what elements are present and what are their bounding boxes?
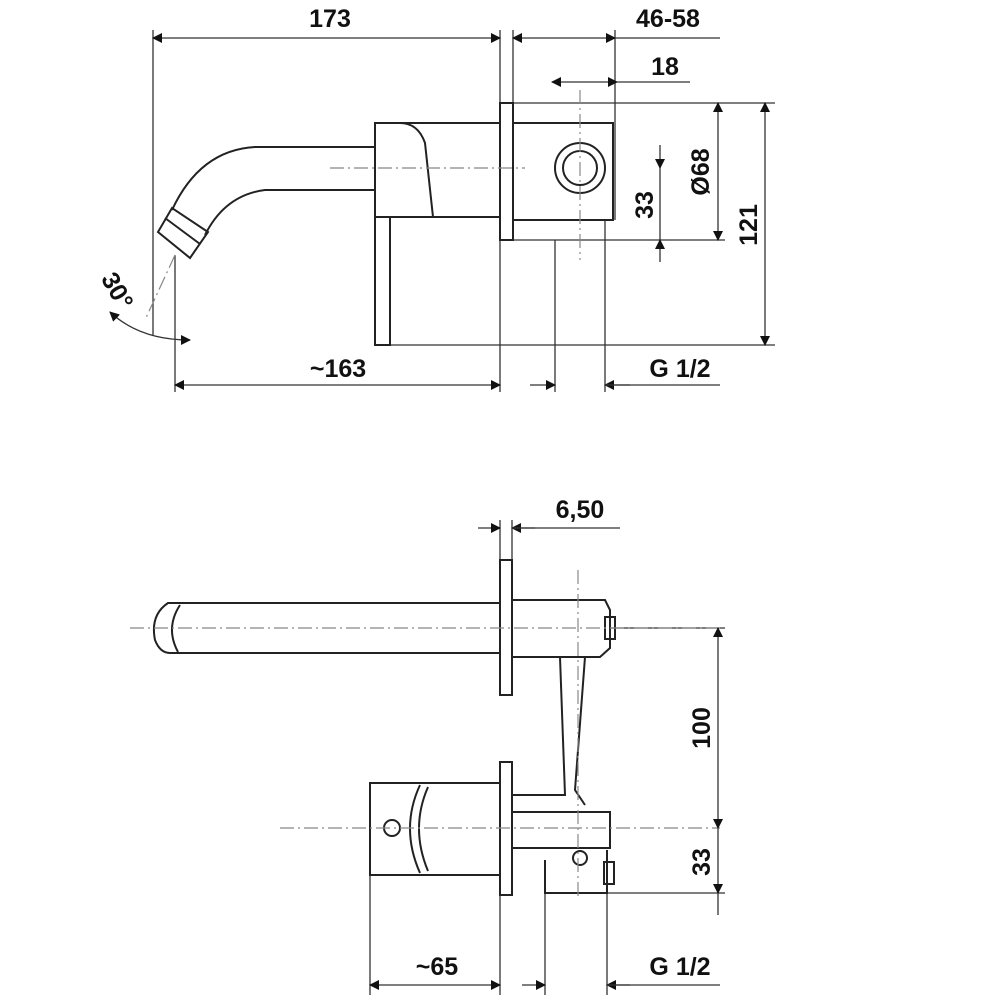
top-view: 173 46-58 18 Ø68 33 121 ~163 G 1/2 30° <box>95 5 775 392</box>
dim-thread-bottom: G 1/2 <box>649 953 710 981</box>
dim-spout-reach: ~163 <box>310 355 366 383</box>
extension-lines <box>152 30 775 392</box>
extension-lines-bottom <box>369 520 725 995</box>
dimension-lines <box>152 33 770 390</box>
dim-offset: 18 <box>651 53 679 81</box>
faucet-side-profile <box>109 90 614 346</box>
dim-plate-thickness: 6,50 <box>556 496 605 524</box>
dim-center-height: 33 <box>631 191 659 219</box>
dim-spout-to-valve: 100 <box>688 707 716 749</box>
dimension-lines-bottom <box>369 523 723 990</box>
dim-thread-top: G 1/2 <box>649 355 710 383</box>
dim-total-height: 121 <box>735 204 763 246</box>
dim-valve-offset: 33 <box>688 848 716 876</box>
bottom-view: 6,50 100 33 ~65 G 1/2 <box>130 496 725 995</box>
dim-handle-length: ~65 <box>416 953 459 981</box>
faucet-front-profile <box>130 559 720 900</box>
dim-plate-diameter: Ø68 <box>687 148 715 195</box>
dim-wall-depth: 46-58 <box>636 5 700 33</box>
dim-overall-length: 173 <box>309 5 351 33</box>
dim-angle: 30° <box>95 268 138 315</box>
